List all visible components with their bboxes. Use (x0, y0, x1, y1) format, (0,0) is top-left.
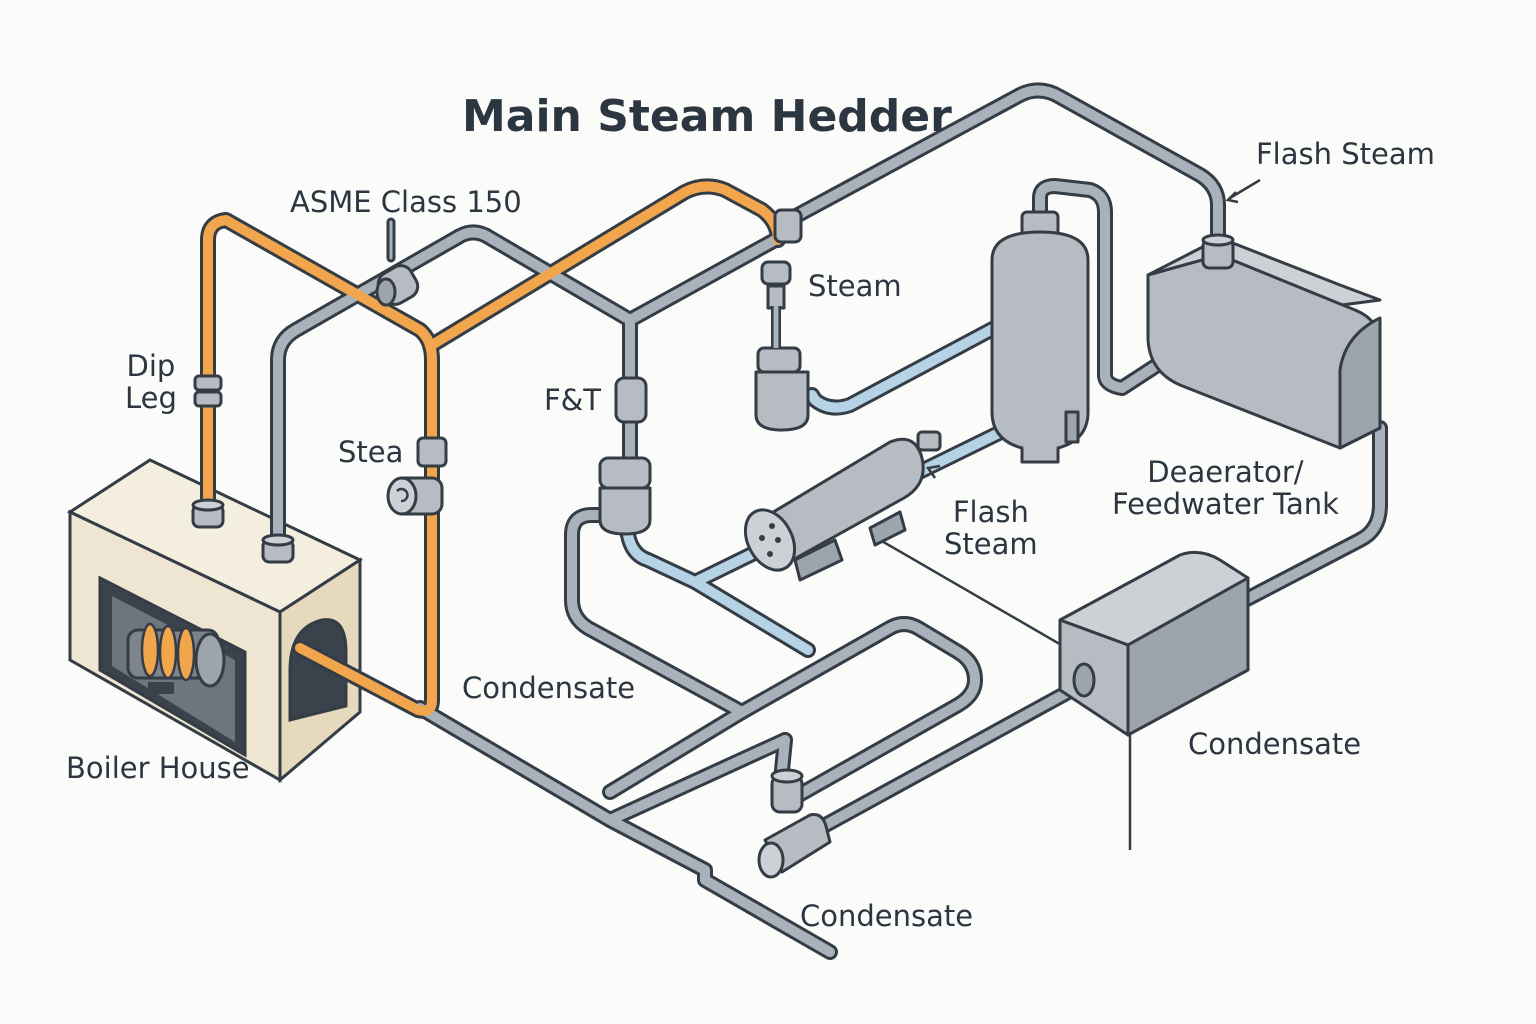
ft-trap (598, 376, 652, 536)
steam-label: Steam (808, 269, 902, 303)
burner-unit (126, 622, 226, 694)
condensate-center-label: Condensate (462, 671, 636, 705)
boiler-house-label: Boiler House (66, 751, 250, 785)
deaerator-label: Deaerator/ Feedwater Tank (1112, 455, 1339, 522)
ft-trap-label: F&T (544, 383, 602, 417)
asme-flange (375, 217, 420, 307)
dip-leg-coupling (193, 374, 223, 408)
condensate-bottom-label: Condensate (800, 899, 974, 933)
flash-steam-top-label: Flash Steam (1256, 137, 1435, 171)
stea-label: Stea (338, 435, 404, 469)
flash-vessel (990, 210, 1090, 464)
dip-leg-label: Dip Leg (125, 349, 177, 416)
condensate-right-label: Condensate (1188, 727, 1362, 761)
asme-class-label: ASME Class 150 (290, 185, 522, 219)
condensate-valve (757, 768, 832, 879)
condensate-pump (1058, 550, 1250, 737)
steam-valve (754, 260, 810, 432)
diagram-title: Main Steam Hedder (462, 91, 952, 142)
deaerator-tank (1146, 233, 1382, 450)
boiler-stubs (191, 498, 295, 564)
stea-valve (386, 436, 448, 516)
boiler-house (66, 458, 364, 784)
header-tee-fitting (773, 208, 803, 244)
flash-tank (743, 430, 942, 582)
flash-steam-mid-label: Flash Steam (944, 495, 1038, 562)
